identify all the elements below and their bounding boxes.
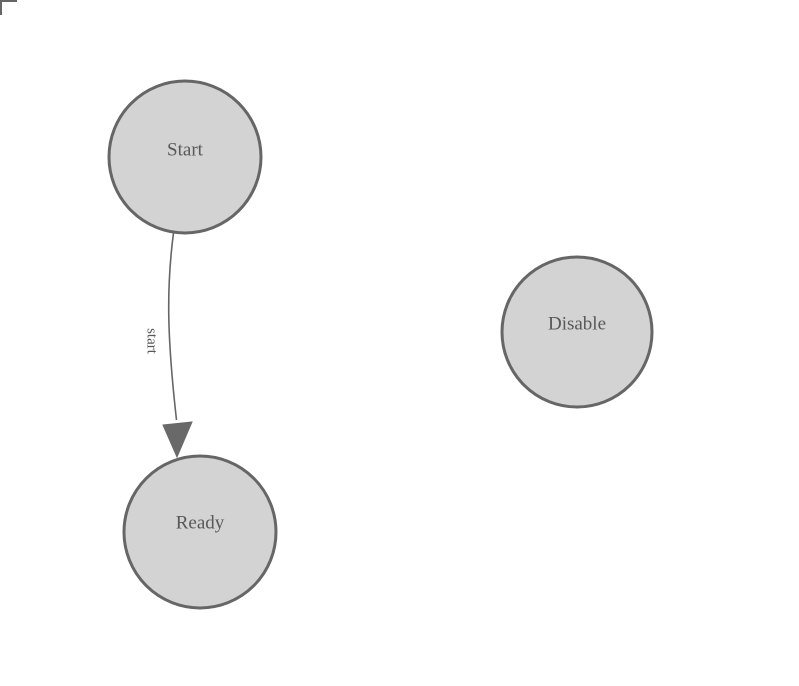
state-node-ready[interactable]: Ready: [122, 454, 278, 610]
state-node-label: Ready: [176, 512, 225, 533]
state-node-label: Start: [167, 139, 204, 160]
state-node-disable[interactable]: Disable: [500, 255, 654, 409]
edge-label-start: start: [144, 328, 160, 355]
state-node-circle[interactable]: [122, 454, 278, 610]
arrowhead-icon: [162, 421, 193, 459]
edge-line: [167, 232, 178, 421]
state-node-start[interactable]: Start: [107, 79, 263, 235]
state-node-circle[interactable]: [107, 79, 263, 235]
edge-start-to-ready[interactable]: start: [144, 232, 193, 459]
state-node-circle[interactable]: [500, 255, 654, 409]
top-left-corner-mark: [0, 0, 17, 15]
state-node-label: Disable: [548, 313, 606, 334]
